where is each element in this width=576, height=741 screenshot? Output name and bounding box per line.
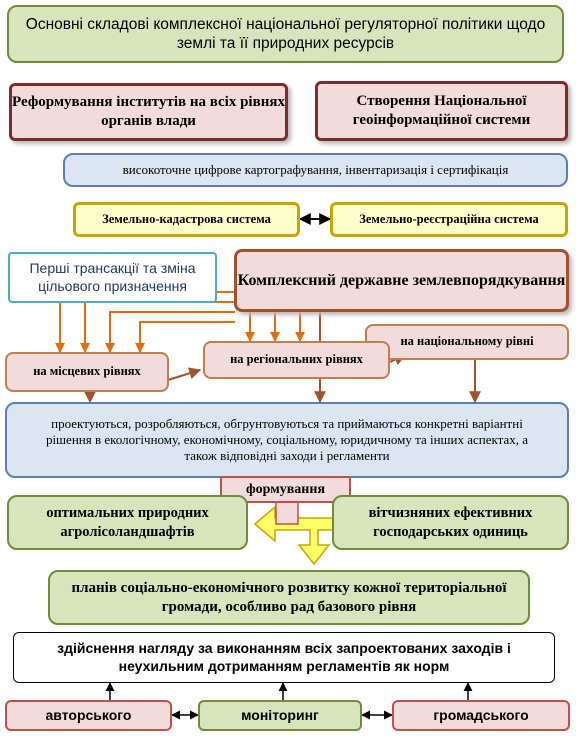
monitoring-box: моніторинг bbox=[198, 700, 362, 731]
reform-institutions-box: Реформування інститутів на всіх рівнях о… bbox=[9, 83, 288, 141]
regional-level-box: на регіональних рівнях bbox=[203, 341, 390, 379]
geo-system-box: Створення Національної геоінформаційної … bbox=[315, 81, 568, 141]
local-level-box: на місцевих рівнях bbox=[5, 352, 169, 392]
transactions-box: Перші трансакції та зміна цільового приз… bbox=[8, 252, 217, 303]
mapping-box: високоточне цифрове картографування, інв… bbox=[63, 153, 568, 187]
optimal-landscapes-box: оптимальних природних агролісоландшафтів bbox=[7, 495, 248, 550]
national-level-box: на національному рівні bbox=[365, 324, 569, 360]
public-control-box: громадського bbox=[392, 700, 570, 731]
designed-solutions-box: проектуються, розробляються, обгрунтовую… bbox=[5, 402, 569, 478]
supervision-arrows bbox=[105, 682, 473, 720]
page-title: Основні складові комплексної національно… bbox=[7, 5, 564, 63]
development-plans-box: планів соціально-економічного розвитку к… bbox=[48, 570, 530, 625]
author-control-box: авторського bbox=[5, 700, 172, 731]
land-management-box: Комплексний державне землевпорядкування bbox=[234, 249, 569, 312]
forming-label: формування bbox=[220, 476, 351, 503]
cadastre-system-box: Земельно-кадастрова система bbox=[73, 202, 300, 237]
domestic-units-box: вітчизняних ефективних господарських оди… bbox=[332, 495, 569, 550]
supervision-box: здійснення нагляду за виконанням всіх за… bbox=[13, 632, 555, 683]
forming-stem bbox=[275, 501, 299, 525]
registration-system-box: Земельно-реєстраційна система bbox=[330, 202, 568, 237]
